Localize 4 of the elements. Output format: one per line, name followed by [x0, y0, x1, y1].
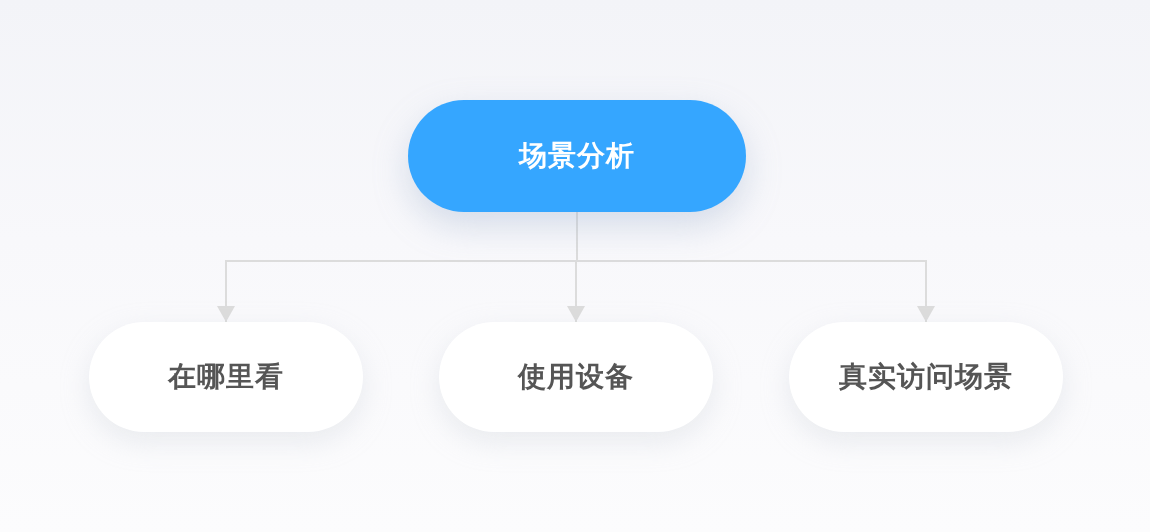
node-label: 使用设备	[518, 359, 634, 395]
node-label: 在哪里看	[168, 359, 284, 395]
node-label: 场景分析	[519, 138, 635, 174]
node-label: 真实访问场景	[839, 359, 1013, 395]
